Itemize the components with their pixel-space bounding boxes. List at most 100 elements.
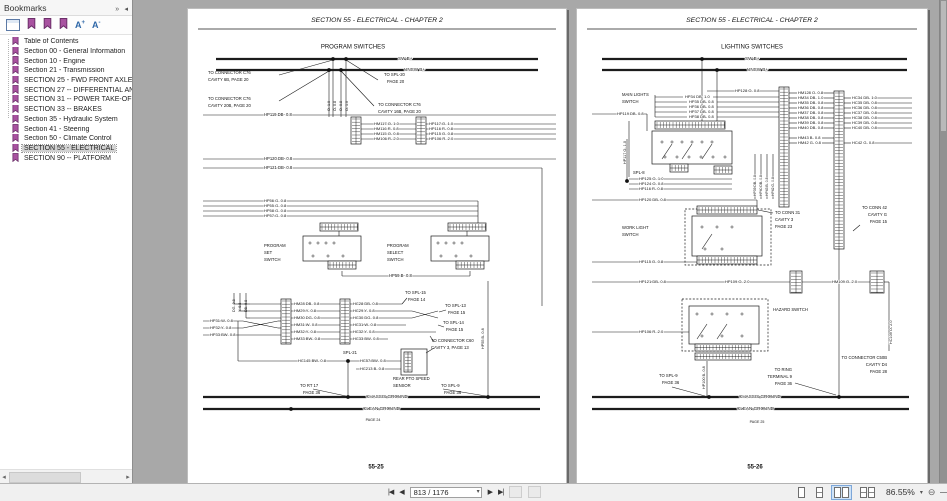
svg-text:TO CONNECTOR C76: TO CONNECTOR C76 (208, 96, 251, 101)
svg-text:PROGRAM: PROGRAM (387, 243, 409, 248)
bookmarks-horizontal-scrollbar[interactable]: ◂ ▸ (0, 469, 132, 483)
svg-text:55-25: 55-25 (368, 465, 384, 471)
bookmark-item[interactable]: Section 50 - Climate Control (0, 133, 132, 144)
svg-text:SELECT: SELECT (387, 250, 404, 255)
svg-text:CHASSIS GROUND: CHASSIS GROUND (739, 394, 782, 399)
two-page-continuous-view-icon[interactable] (857, 485, 878, 500)
bookmark-ribbon-icon (12, 153, 22, 163)
panel-collapse-icon[interactable]: ◂ (124, 5, 128, 13)
bookmark-label: SECTION 31 -- POWER TAKE-OFF (PT (24, 96, 132, 104)
svg-text:HP120 DB- 0.8: HP120 DB- 0.8 (639, 197, 667, 202)
svg-text:HP121 DB- 0.8: HP121 DB- 0.8 (639, 279, 667, 284)
svg-text:HP115 O- 0.8: HP115 O- 0.8 (639, 259, 664, 264)
page-number-input[interactable] (409, 486, 482, 498)
bookmark-item[interactable]: SECTION 27 -- DIFFERENTIAL AND RE (0, 85, 132, 95)
bookmark-item[interactable]: Section 21 - Transmission (0, 66, 132, 76)
svg-text:WORK LIGHT: WORK LIGHT (622, 225, 649, 230)
document-vertical-scrollbar[interactable] (939, 0, 947, 483)
zoom-out-icon[interactable]: ⊖ (927, 486, 936, 497)
svg-text:SW B+: SW B+ (398, 56, 413, 61)
svg-text:SPL-8: SPL-8 (633, 170, 645, 175)
svg-text:TO RING: TO RING (775, 367, 792, 372)
svg-text:HC57 BW- 0.8: HC57 BW- 0.8 (360, 358, 386, 363)
svg-text:SWITCH: SWITCH (622, 99, 639, 104)
bookmark-item[interactable]: Section 00 - General Information (0, 46, 132, 57)
svg-text:HM106 R- 2.0: HM106 R- 2.0 (374, 136, 400, 141)
previous-page-icon[interactable]: ◀ (399, 489, 404, 496)
scroll-left-icon[interactable]: ◂ (2, 473, 6, 481)
svg-text:HP116 R- 0.8: HP116 R- 0.8 (429, 126, 454, 131)
svg-text:HM33 BW- 0.8: HM33 BW- 0.8 (294, 336, 321, 341)
bookmark-item[interactable]: SECTION 33 -- BRAKES (0, 104, 132, 115)
bookmark-label: SECTION 90 -- PLATFORM (24, 154, 111, 162)
bookmark-label: Section 50 - Climate Control (24, 135, 112, 143)
svg-text:PAGE 14: PAGE 14 (408, 297, 426, 302)
bookmark-tool-2-icon[interactable] (43, 16, 52, 34)
svg-text:HAZARD SWITCH: HAZARD SWITCH (773, 307, 808, 312)
scrollbar-track[interactable] (8, 472, 124, 483)
svg-text:UNSW B+: UNSW B+ (404, 67, 425, 72)
svg-text:DB- 0.8: DB- 0.8 (244, 300, 248, 312)
svg-text:O- 0.8: O- 0.8 (333, 101, 337, 111)
svg-text:HM43 B- 0.8: HM43 B- 0.8 (798, 135, 821, 140)
svg-text:SWITCH: SWITCH (264, 257, 281, 262)
document-scrollbar-thumb[interactable] (941, 1, 946, 131)
scroll-right-icon[interactable]: ▸ (126, 473, 130, 481)
bookmark-item[interactable]: Section 41 - Steering (0, 124, 132, 134)
svg-text:HP109 O- 2.0: HP109 O- 2.0 (725, 279, 750, 284)
schematic-drawing: SECTION 55 - ELECTRICAL - CHAPTER 2LIGHT… (587, 17, 917, 471)
bookmark-item[interactable]: SECTION 25 - FWD FRONT AXLE (0, 75, 132, 86)
next-page-icon[interactable]: ▶ (487, 489, 493, 496)
expand-options-icon[interactable] (6, 19, 20, 31)
bookmark-label: Section 35 - Hydraulic System (24, 115, 118, 123)
panel-expand-icon[interactable]: » (115, 5, 120, 13)
last-page-icon[interactable]: ▶| (497, 489, 504, 496)
svg-text:HP38 DB- 0.8: HP38 DB- 0.8 (689, 114, 714, 119)
bookmark-item[interactable]: Table of Contents (0, 37, 132, 47)
page-number-field: ▾ (409, 486, 482, 498)
svg-text:HP55 G- 0.8: HP55 G- 0.8 (264, 203, 287, 208)
schematic-drawing: SECTION 55 - ELECTRICAL - CHAPTER 2PROGR… (198, 17, 556, 471)
bookmark-item[interactable]: Section 35 - Hydraulic System (0, 114, 132, 125)
svg-text:MAIN LIGHTS: MAIN LIGHTS (622, 92, 649, 97)
svg-text:HC30 DG- 0.8: HC30 DG- 0.8 (353, 315, 379, 320)
bookmark-item[interactable]: SECTION 31 -- POWER TAKE-OFF (PT (0, 95, 132, 105)
bookmark-ribbon-icon (12, 85, 22, 95)
svg-text:HC38 DB- 0.8: HC38 DB- 0.8 (852, 115, 878, 120)
first-page-icon[interactable]: |◀ (388, 489, 394, 496)
page-field-dropdown-icon[interactable]: ▾ (476, 488, 480, 495)
zoom-slider[interactable] (940, 491, 947, 493)
svg-text:HP59 B- 0.8: HP59 B- 0.8 (389, 273, 412, 278)
svg-text:HM29 Y- 0.8: HM29 Y- 0.8 (294, 308, 317, 313)
previous-view-icon[interactable] (509, 486, 523, 498)
svg-text:HP120 DB- 0.8: HP120 DB- 0.8 (264, 156, 293, 161)
bookmark-label: Section 41 - Steering (24, 125, 90, 133)
svg-text:Y- 0.8: Y- 0.8 (238, 303, 242, 312)
svg-text:HM39 DB- 0.8: HM39 DB- 0.8 (798, 120, 824, 125)
svg-text:TO RT 17: TO RT 17 (300, 383, 319, 388)
svg-text:HM42 G- 0.8: HM42 G- 0.8 (798, 140, 822, 145)
single-page-view-icon[interactable] (795, 485, 808, 500)
svg-text:HP100 B- 0.8: HP100 B- 0.8 (702, 366, 706, 389)
next-view-icon[interactable] (528, 486, 542, 498)
two-page-view-icon[interactable] (831, 484, 852, 500)
continuous-view-icon[interactable] (813, 485, 826, 500)
text-size-decrease-icon[interactable]: A- (92, 20, 101, 30)
text-size-increase-icon[interactable]: A+ (75, 20, 86, 30)
svg-text:HP58 G- 0.8: HP58 G- 0.8 (264, 208, 287, 213)
zoom-dropdown-icon[interactable]: ▾ (919, 489, 923, 496)
bookmark-item[interactable]: Section 10 - Engine (0, 56, 132, 66)
scrollbar-thumb[interactable] (9, 472, 81, 483)
bookmark-item[interactable]: SECTION 55 - ELECTRICAL (0, 143, 132, 154)
svg-text:HP106 R- 2.0: HP106 R- 2.0 (429, 136, 454, 141)
svg-text:HM38 DB- 0.8: HM38 DB- 0.8 (798, 115, 824, 120)
svg-text:HP115 O- 0.8: HP115 O- 0.8 (429, 131, 454, 136)
bookmark-item[interactable]: SECTION 90 -- PLATFORM (0, 153, 132, 163)
bookmark-tool-1-icon[interactable] (27, 16, 36, 34)
svg-text:HP124 O- 0.8: HP124 O- 0.8 (639, 181, 664, 186)
svg-text:O- 1.0: O- 1.0 (345, 101, 349, 111)
bookmark-tool-3-icon[interactable] (59, 16, 68, 34)
svg-text:HM36 DB- 0.8: HM36 DB- 0.8 (798, 105, 824, 110)
